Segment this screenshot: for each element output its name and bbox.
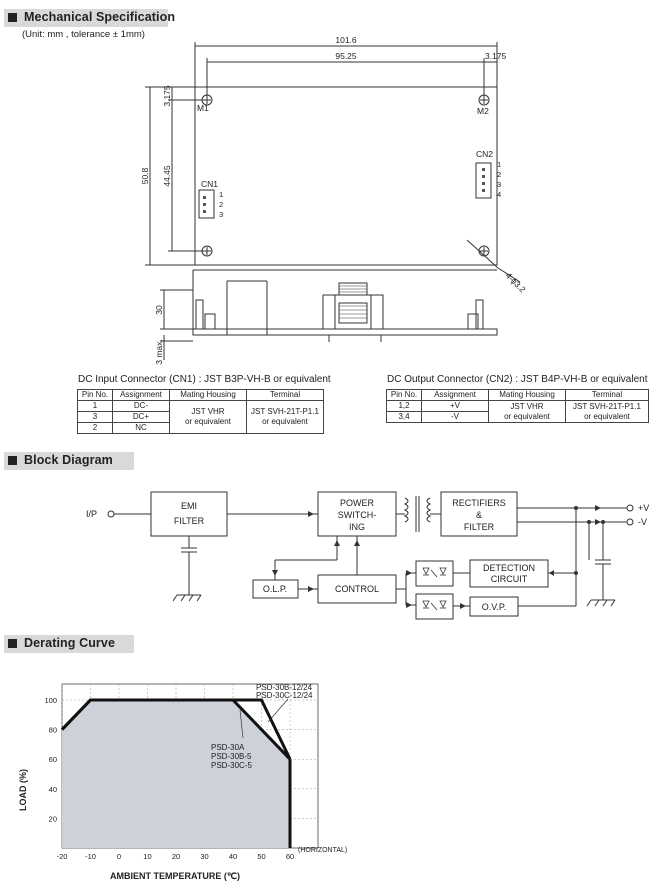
y-tick-label: 80 [49,726,57,735]
section-title: Mechanical Specification [24,10,176,24]
cn2-connector [475,162,492,199]
cn1-table: Pin No. Assignment Mating Housing Termin… [77,389,324,434]
y-axis-label: LOAD (%) [18,769,28,811]
cn2-pin: 1 [497,160,501,169]
series-label-b: PSD-30C-12/24 [256,691,313,700]
cn1-pin: 2 [219,200,223,209]
detect-label: DETECTION [483,563,535,573]
dim-height-total: 50.8 [140,167,150,184]
x-tick-label: 10 [143,852,151,861]
unit-note: (Unit: mm , tolerance ± 1mm) [22,29,145,40]
cn1-title: DC Input Connector (CN1) : JST B3P-VH-B … [78,374,331,385]
x-tick-label: 30 [200,852,208,861]
x-tick-label: -20 [57,852,68,861]
cn2-pin: 4 [497,190,501,199]
series-line-2 [60,698,292,760]
cn1-connector [198,189,215,219]
y-tick-label: 60 [49,755,57,764]
label-m1: M1 [197,103,209,113]
section-title: Block Diagram [24,453,113,467]
cn2-table: Pin No. Assignment Mating Housing Termin… [386,389,649,423]
x-tick-label: -10 [85,852,96,861]
rect-label: & [476,510,482,520]
power-label: POWER [340,498,375,508]
cn1-pin: 3 [219,210,223,219]
derating-area [62,700,290,848]
emi-label: EMI [181,501,197,511]
chart-area [60,698,292,848]
y-tick-label: 40 [49,785,57,794]
bullet-square-icon [8,639,17,648]
y-tick-label: 100 [44,696,57,705]
plus-v-label: +V [638,503,649,513]
detect-label: CIRCUIT [491,574,528,584]
rectifiers-filter-block [440,491,518,537]
table-cell: -V [421,411,489,423]
series-label-a: PSD-30C-5 [211,761,252,770]
rect-label: RECTIFIERS [452,498,506,508]
dim-module-height: 30 [154,305,164,315]
bullet-square-icon [8,456,17,465]
power-label: SWITCH- [338,510,377,520]
x-tick-label: 60 [286,852,294,861]
series-label-b: PSD-30B-12/24 [256,683,313,692]
cn2-pin: 2 [497,170,501,179]
x-tick-label: 50 [257,852,265,861]
ip-label: I/P [86,509,97,519]
minus-v-label: -V [638,517,647,527]
table-cell: NC [112,422,170,434]
mount-hole [201,245,213,257]
section-header-block: Block Diagram [4,452,134,470]
dim-gap: 3 max. [154,339,164,365]
dim-height-holes: 44.45 [162,165,172,187]
dim-width-total: 101.6 [335,35,357,45]
x-tick-label: 40 [229,852,237,861]
dim-width-holes: 95.25 [335,51,357,61]
x-axis-label: AMBIENT TEMPERATURE (℃) [110,871,240,881]
table-header: Terminal [565,389,649,401]
emi-label: FILTER [174,516,205,526]
series-label-a: PSD-30B-5 [211,752,252,761]
mount-hole-m2 [478,94,490,106]
label-cn2: CN2 [476,149,493,159]
cn2-pin: 3 [497,180,501,189]
x-suffix: (HORIZONTAL) [298,847,347,854]
x-tick-label: 0 [117,852,121,861]
x-tick-label: 20 [172,852,180,861]
section-title: Derating Curve [24,636,116,650]
board-outline [194,86,498,266]
section-header-mechanical: Mechanical Specification [4,9,175,27]
cn2-title: DC Output Connector (CN2) : JST B4P-VH-B… [387,374,648,385]
mount-hole-m1 [201,94,213,106]
label-cn1: CN1 [201,179,218,189]
label-m2: M2 [477,106,489,116]
bullet-square-icon [8,13,17,22]
y-tick-label: 20 [49,814,57,823]
olp-label: O.L.P. [263,584,287,594]
rect-label: FILTER [464,522,495,532]
control-label: CONTROL [335,584,379,594]
dim-width-edge: 3.175 [485,51,507,61]
dim-height-edge: 3.175 [162,85,172,107]
ovp-label: O.V.P. [482,602,507,612]
section-header-derating: Derating Curve [4,635,134,653]
cn1-pin: 1 [219,190,223,199]
power-label: ING [349,522,365,532]
series-label-a: PSD-30A [211,743,245,752]
